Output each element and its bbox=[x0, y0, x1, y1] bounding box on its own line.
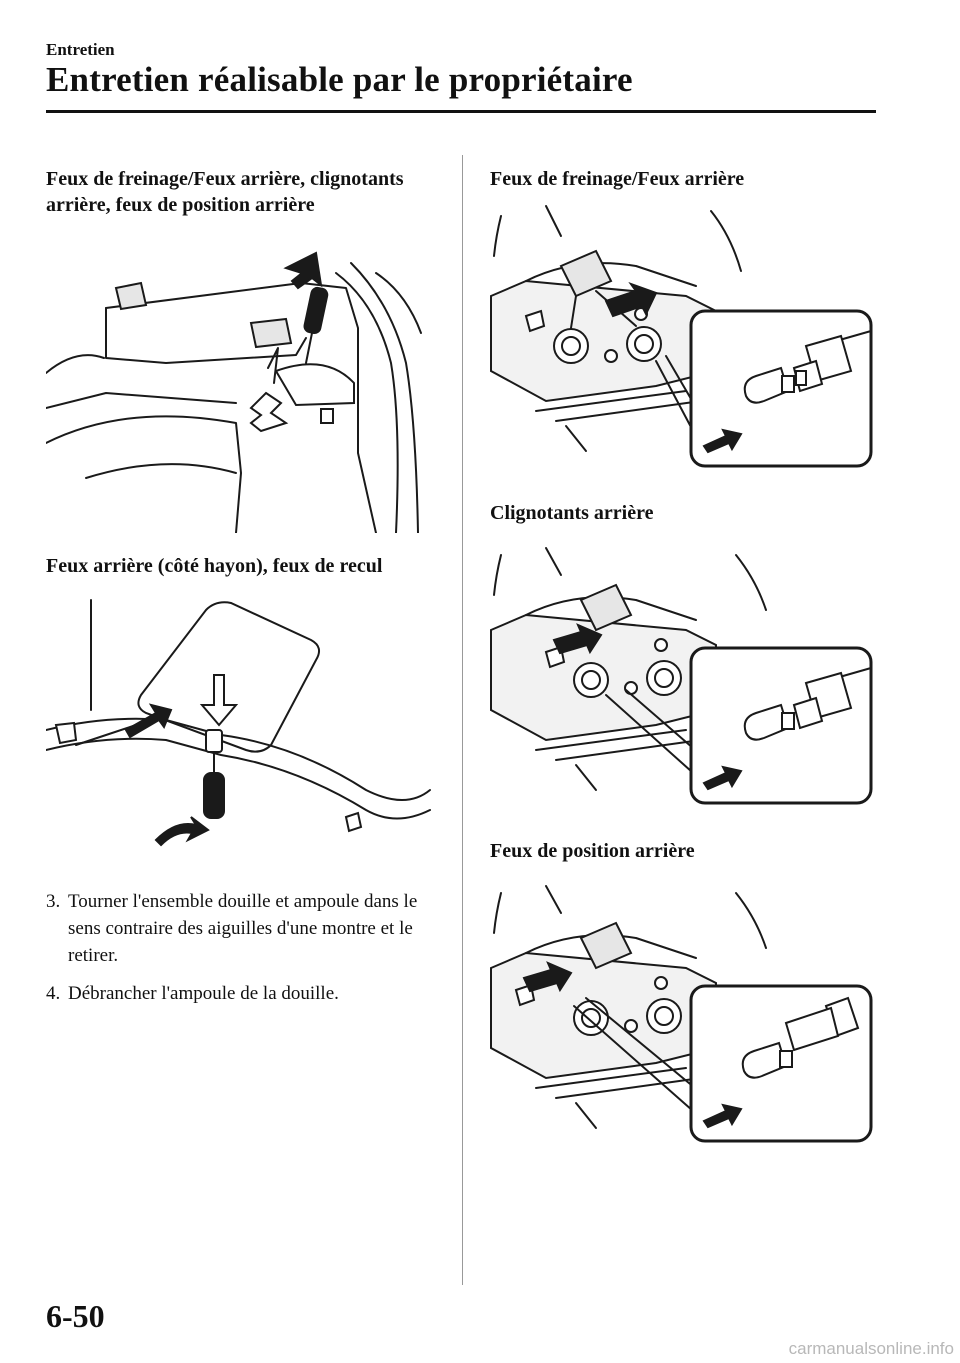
heading-rear-turn-signals: Clignotants arrière bbox=[490, 502, 654, 524]
figure-brake-light-bulb bbox=[486, 196, 876, 476]
figure-position-light-bulb bbox=[486, 878, 876, 1148]
heading-rear-lights-group: Feux de freinage/Feux arrière, clignotan… bbox=[46, 168, 404, 216]
watermark: carmanualsonline.info bbox=[788, 1339, 954, 1358]
section-label: Entretien bbox=[46, 40, 115, 59]
step-number: 3. bbox=[46, 891, 61, 912]
step-text: Débrancher l'ampoule de la douille. bbox=[68, 983, 339, 1004]
step-item: 3. Tourner l'ensemble douille et ampoule… bbox=[46, 888, 446, 969]
figure-liftgate-cover-removal bbox=[46, 595, 434, 860]
heading-rear-position-lights: Feux de position arrière bbox=[490, 840, 695, 862]
title-rule bbox=[46, 110, 876, 113]
heading-liftgate-lights: Feux arrière (côté hayon), feux de recul bbox=[46, 555, 383, 577]
column-divider bbox=[462, 155, 463, 1285]
figure-turn-signal-bulb bbox=[486, 540, 876, 810]
page-title: Entretien réalisable par le propriétaire bbox=[46, 60, 633, 99]
page-number: 6-50 bbox=[46, 1298, 105, 1334]
step-text: Tourner l'ensemble douille et ampoule da… bbox=[68, 891, 418, 966]
step-number: 4. bbox=[46, 983, 61, 1004]
instruction-steps: 3. Tourner l'ensemble douille et ampoule… bbox=[46, 888, 446, 1018]
step-item: 4. Débrancher l'ampoule de la douille. bbox=[46, 980, 446, 1007]
heading-brake-tail-lights: Feux de freinage/Feux arrière bbox=[490, 168, 745, 190]
figure-trunk-panel-removal bbox=[46, 243, 434, 533]
